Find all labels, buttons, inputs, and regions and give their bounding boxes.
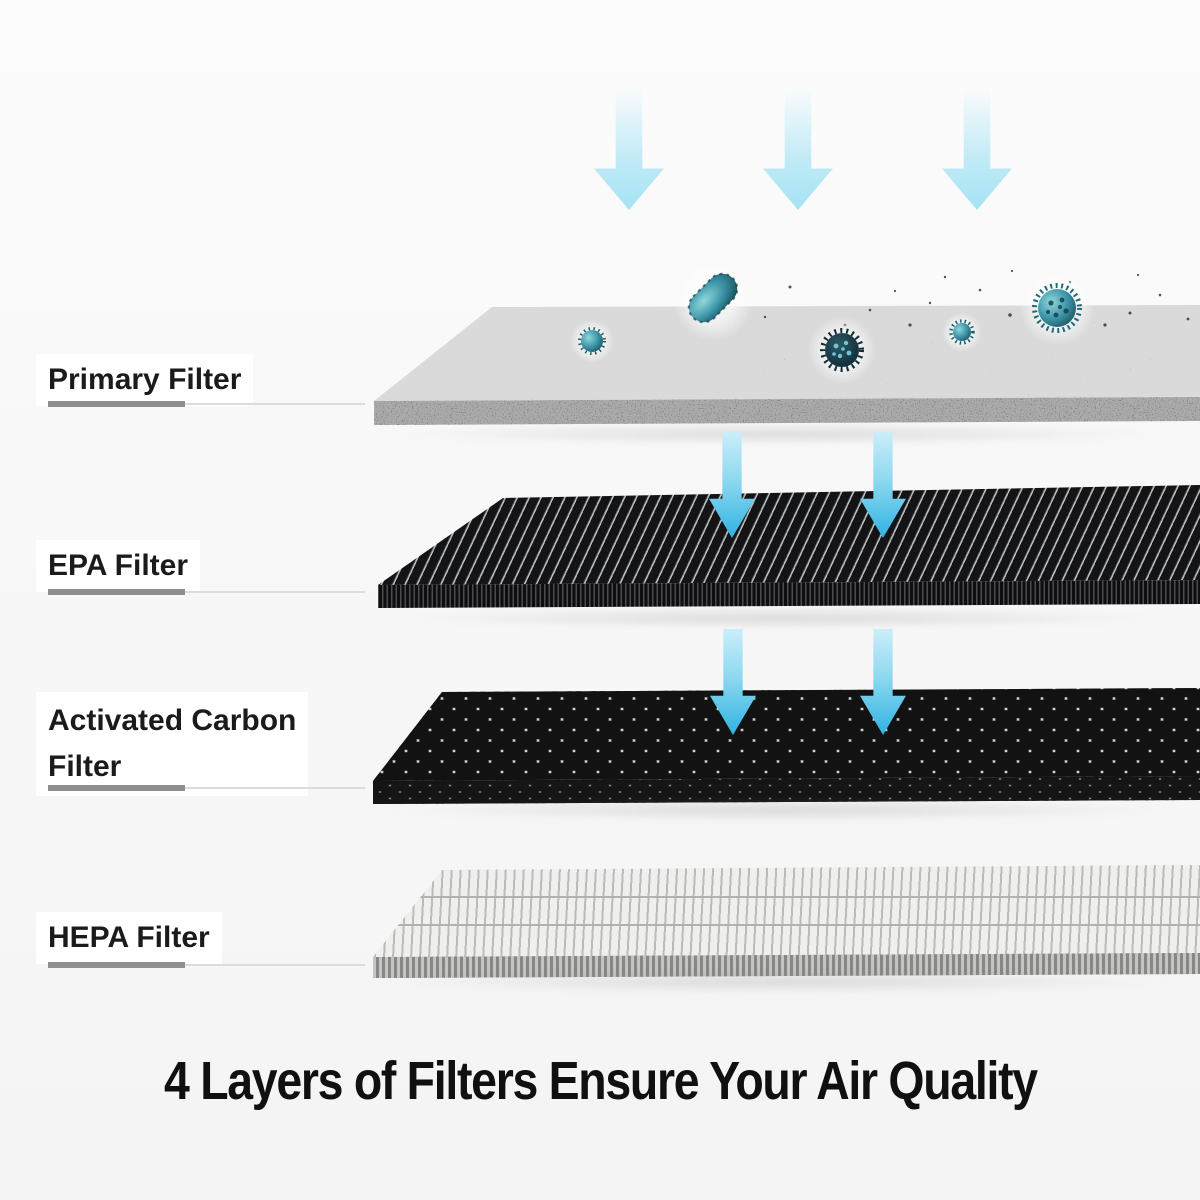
virus-icon [953,323,971,341]
primary-filter-layer [374,261,1200,425]
virus-spikes [1032,283,1082,333]
down-arrow-icon [763,88,833,210]
microbe-particles [570,261,1095,384]
carbon-label-underline-light [185,787,365,789]
epa-filter-label: EPA Filter [36,540,201,592]
epa-label-underline [48,589,185,595]
virus-dots [1046,297,1069,318]
virus-spikes [949,319,975,345]
virus-dots [832,340,852,359]
carbon-filter-label-line2: Filter [48,750,122,783]
hepa-filter-top-face [373,865,1200,957]
hepa-label-underline [48,962,185,968]
epa-filter-layer [370,483,1200,613]
headline: 4 Layers of Filters Ensure Your Air Qual… [0,1050,1200,1112]
epa-filter-top-face [378,485,1200,585]
microbe-icon [581,330,603,352]
activated-carbon-filter-layer [370,688,1200,808]
hepa-filter-shadow [380,972,1180,992]
carbon-filter-label: Activated Carbon Filter [36,692,309,796]
down-arrow-icon [942,88,1012,210]
epa-filter-front-edge [378,580,1200,608]
hepa-filter-front-edge [373,953,1200,978]
headline-text: 4 Layers of Filters Ensure Your Air Qual… [163,1051,1038,1111]
carbon-filter-label-line1: Activated Carbon [48,704,297,737]
virus-icon [1038,289,1076,327]
primary-filter-front-edge [374,397,1200,425]
virus-spikes [820,328,864,372]
primary-filter-shadow [380,424,1180,444]
hepa-filter-label: HEPA Filter [36,912,222,964]
carbon-filter-top-face [373,688,1200,781]
hepa-filter-layer [370,862,1200,980]
carbon-label-underline [48,785,185,791]
carbon-filter-front-edge [373,776,1200,804]
microbe-spikes [578,327,606,355]
primary-filter-label: Primary Filter [36,354,254,406]
carbon-filter-shadow [380,800,1180,820]
bacteria-capsule-icon [687,272,739,324]
epa-filter-shadow [380,608,1180,628]
primary-label-underline-light [185,403,365,405]
epa-label-underline-light [185,591,365,593]
down-arrow-icon [594,88,664,210]
primary-label-underline [48,401,185,407]
hepa-label-underline-light [185,964,365,966]
